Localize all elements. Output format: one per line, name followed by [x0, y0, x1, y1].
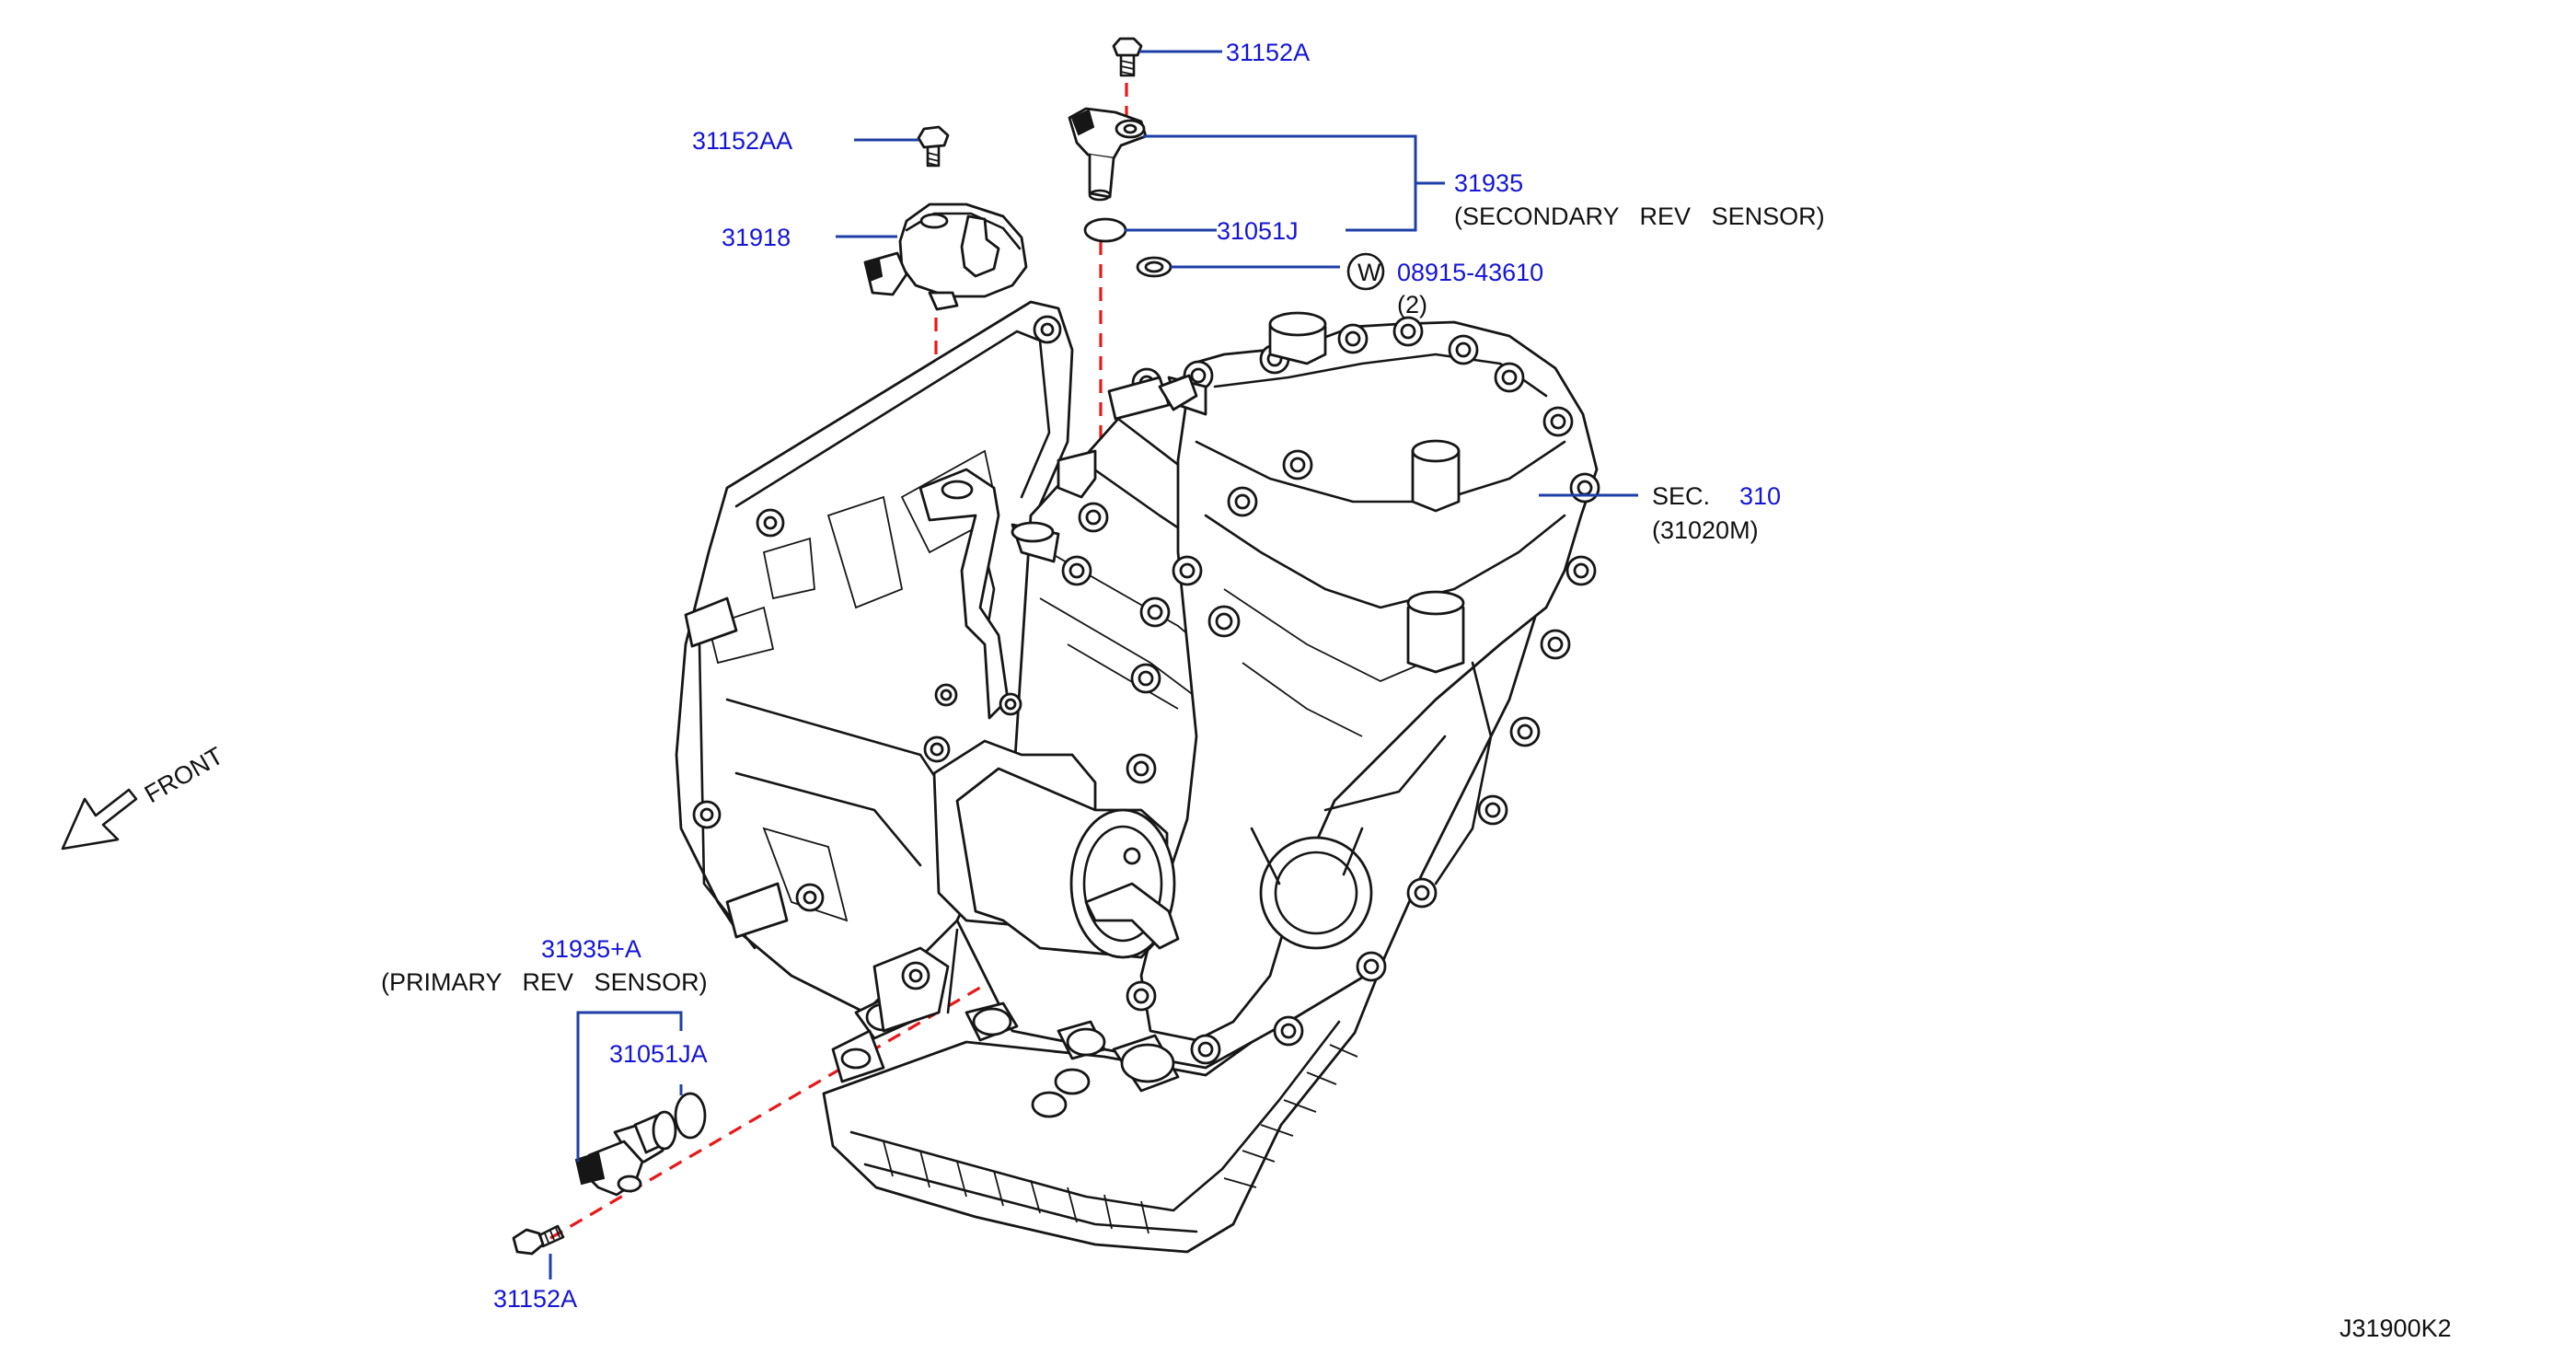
washer	[1136, 256, 1172, 278]
secondary-rev-sensor	[1068, 107, 1148, 202]
washer-mark-letter: W	[1357, 259, 1381, 286]
leader-lines	[549, 50, 1638, 1279]
label-washer-qty: (2)	[1397, 291, 1427, 318]
left-bolt	[917, 125, 950, 168]
label-31918[interactable]: 31918	[722, 224, 791, 251]
label-31152a-bottom[interactable]: 31152A	[493, 1285, 577, 1313]
front-arrow-icon	[61, 788, 138, 851]
label-31020m: (31020M)	[1652, 516, 1759, 544]
label-08915-43610[interactable]: 08915-43610	[1397, 259, 1543, 286]
label-sec-prefix: SEC.	[1652, 482, 1710, 510]
transaxle-assembly	[675, 300, 1600, 1254]
label-secondary-rev-sensor: (SECONDARY REV SENSOR)	[1454, 203, 1825, 230]
label-31935[interactable]: 31935	[1454, 169, 1523, 197]
label-31152aa[interactable]: 31152AA	[692, 127, 792, 155]
mounting-bracket	[918, 468, 1010, 720]
washer-mark-icon	[1346, 252, 1385, 291]
diagram-code: J31900K2	[2339, 1314, 2452, 1342]
top-bolt	[1112, 37, 1143, 77]
o-ring-top	[1083, 217, 1127, 243]
label-31152a-top[interactable]: 31152A	[1226, 39, 1310, 66]
bottom-bolt	[512, 1224, 565, 1256]
solenoid-actuator	[932, 739, 1180, 959]
label-primary-rev-sensor: (PRIMARY REV SENSOR)	[381, 968, 708, 996]
primary-rev-sensor	[574, 1110, 677, 1197]
label-31051ja[interactable]: 31051JA	[609, 1040, 708, 1068]
o-ring-bottom	[674, 1092, 707, 1140]
label-31935-a[interactable]: 31935+A	[541, 935, 641, 963]
label-31051j[interactable]: 31051J	[1217, 217, 1299, 245]
bracket-31918	[863, 203, 1028, 311]
front-label: FRONT	[140, 742, 228, 808]
label-sec-310[interactable]: 310	[1739, 482, 1781, 510]
front-direction-indicator: FRONT	[61, 742, 228, 851]
